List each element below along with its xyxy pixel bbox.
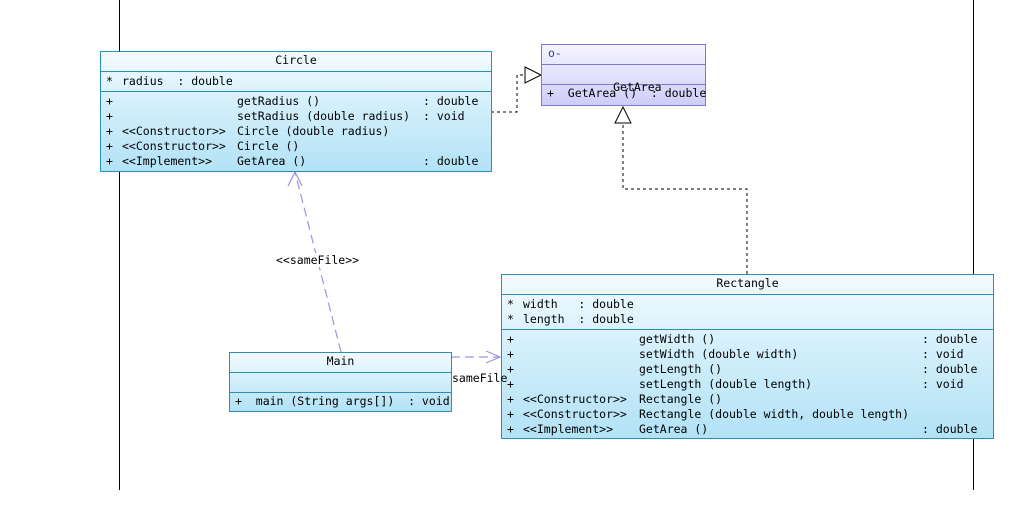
- circle-class-name: Circle: [101, 52, 491, 72]
- method-row: + <<Constructor>> Circle (): [101, 139, 491, 154]
- method-row: + getRadius () : double: [101, 94, 491, 109]
- circle-methods: + getRadius () : double + setRadius (dou…: [101, 92, 491, 171]
- method-signature: setLength (double length): [639, 377, 813, 391]
- method-return-type: : void: [922, 347, 964, 361]
- method-return-type: : double: [423, 94, 479, 108]
- visibility-marker: +: [106, 109, 113, 123]
- method-signature: Circle (double radius): [237, 124, 390, 138]
- visibility-marker: *: [507, 297, 514, 311]
- rectangle-realization-arrowhead: [614, 105, 632, 124]
- main-methods: + main (String args[]) : void: [230, 393, 451, 410]
- method-row: + setWidth (double width) : void: [502, 347, 993, 362]
- circle-realization-arrowhead: [524, 66, 543, 84]
- visibility-marker: +: [106, 94, 113, 108]
- method-signature: Rectangle (): [639, 392, 723, 406]
- rectangle-class-name: Rectangle: [502, 275, 993, 295]
- visibility-marker: *: [106, 74, 113, 88]
- method-row: + getLength () : double: [502, 362, 993, 377]
- method-row: + setRadius (double radius) : void: [101, 109, 491, 124]
- method-row: + getWidth () : double: [502, 332, 993, 347]
- method-signature: Circle (): [237, 139, 300, 153]
- method-signature: Rectangle (double width, double length): [639, 407, 910, 421]
- method-row: + GetArea () : double: [542, 86, 707, 101]
- main-class-box[interactable]: Main + main (String args[]) : void: [229, 352, 452, 412]
- visibility-marker: +: [507, 332, 514, 346]
- method-text: + main (String args[]) : void: [235, 394, 450, 408]
- interface-name-text: GetArea: [613, 80, 662, 94]
- method-stereotype: <<Constructor>>: [122, 124, 226, 138]
- attribute-text: length : double: [523, 312, 634, 326]
- rectangle-attributes: * width : double * length : double: [502, 295, 993, 330]
- getarea-interface-box[interactable]: o- GetArea + GetArea () : double: [541, 44, 706, 106]
- method-signature: GetArea (): [639, 422, 709, 436]
- method-row: + main (String args[]) : void: [230, 394, 451, 409]
- visibility-marker: +: [507, 362, 514, 376]
- getarea-attributes: [542, 65, 705, 85]
- method-stereotype: <<Constructor>>: [523, 407, 627, 421]
- circle-class-box[interactable]: Circle * radius : double + getRadius () …: [100, 51, 492, 172]
- attribute-row: * width : double: [502, 297, 993, 312]
- rectangle-realization-line: [622, 123, 748, 274]
- frame-right-border: [973, 0, 974, 490]
- samefile-label-rectangle: sameFile: [452, 371, 508, 385]
- attribute-text: width : double: [523, 297, 634, 311]
- main-circle-dependency-arrowhead: [287, 170, 303, 187]
- method-return-type: : double: [922, 362, 978, 376]
- visibility-marker: +: [507, 392, 514, 406]
- method-row: + setLength (double length) : void: [502, 377, 993, 392]
- interface-icon: o-: [548, 46, 562, 60]
- visibility-marker: +: [507, 347, 514, 361]
- visibility-marker: +: [106, 154, 113, 168]
- method-signature: getLength (): [639, 362, 723, 376]
- main-class-name: Main: [230, 353, 451, 373]
- method-signature: getRadius (): [237, 94, 321, 108]
- method-signature: GetArea (): [237, 154, 307, 168]
- method-signature: setWidth (double width): [639, 347, 799, 361]
- method-row: + <<Implement>> GetArea () : double: [502, 422, 993, 437]
- method-stereotype: <<Constructor>>: [122, 139, 226, 153]
- method-signature: setRadius (double radius): [237, 109, 411, 123]
- rectangle-methods: + getWidth () : double + setWidth (doubl…: [502, 330, 993, 439]
- visibility-marker: +: [507, 422, 514, 436]
- circle-attributes: * radius : double: [101, 72, 491, 92]
- attribute-row: * radius : double: [101, 74, 491, 89]
- method-signature: getWidth (): [639, 332, 716, 346]
- circle-realization-line: [491, 74, 526, 113]
- visibility-marker: +: [507, 407, 514, 421]
- method-row: + <<Constructor>> Circle (double radius): [101, 124, 491, 139]
- main-attributes: [230, 373, 451, 393]
- visibility-marker: +: [106, 139, 113, 153]
- attribute-text: radius : double: [122, 74, 233, 88]
- relationship-lines: [287, 66, 748, 364]
- method-stereotype: <<Constructor>>: [523, 392, 627, 406]
- method-stereotype: <<Implement>>: [122, 154, 213, 168]
- method-return-type: : double: [922, 332, 978, 346]
- method-stereotype: <<Implement>>: [523, 422, 614, 436]
- visibility-marker: *: [507, 312, 514, 326]
- method-text: + GetArea () : double: [547, 86, 707, 100]
- method-row: + <<Implement>> GetArea () : double: [101, 154, 491, 169]
- rectangle-class-box[interactable]: Rectangle * width : double * length : do…: [501, 274, 994, 439]
- method-row: + <<Constructor>> Rectangle (double widt…: [502, 407, 993, 422]
- method-return-type: : double: [922, 422, 978, 436]
- method-return-type: : void: [922, 377, 964, 391]
- main-rectangle-dependency-arrowhead: [485, 350, 502, 364]
- frame-left-border: [119, 0, 120, 490]
- attribute-row: * length : double: [502, 312, 993, 327]
- getarea-interface-name: o- GetArea: [542, 45, 705, 94]
- visibility-marker: +: [106, 124, 113, 138]
- getarea-methods: + GetArea () : double: [542, 85, 707, 102]
- samefile-label-circle: <<sameFile>>: [275, 253, 361, 267]
- method-row: + <<Constructor>> Rectangle (): [502, 392, 993, 407]
- visibility-marker: +: [507, 377, 514, 391]
- method-return-type: : double: [423, 154, 479, 168]
- method-return-type: : void: [423, 109, 465, 123]
